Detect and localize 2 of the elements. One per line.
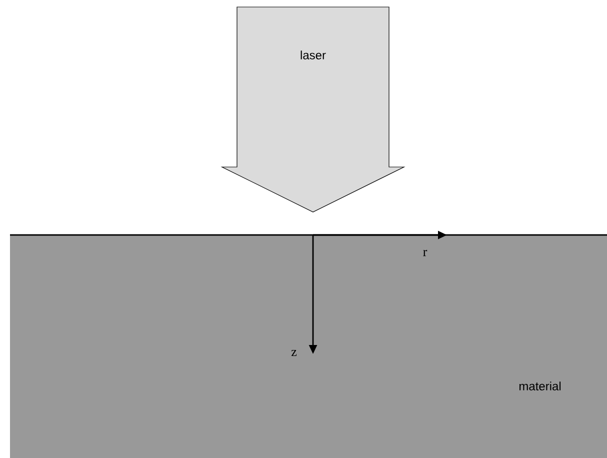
- axis-label: r: [423, 250, 428, 256]
- axis-label: z: [291, 350, 297, 356]
